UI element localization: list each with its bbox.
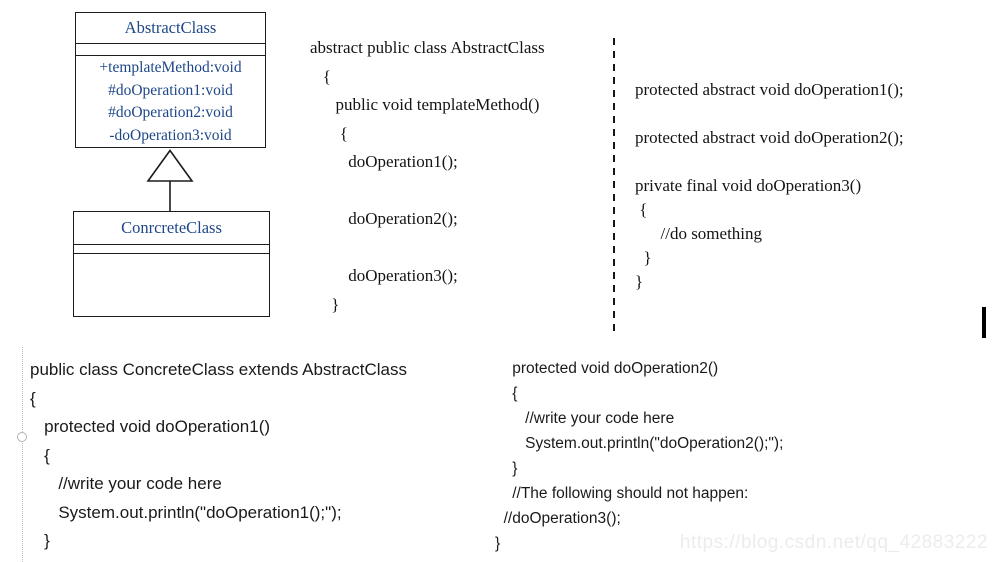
uml-class-abstract-methods: +templateMethod:void #doOperation1:void … [99, 59, 242, 144]
code-concrete-class-part2[interactable]: protected void doOperation2() { //write … [495, 360, 784, 552]
uml-class-concrete[interactable]: ConrcreteClass [73, 211, 270, 317]
uml-class-abstract-fields-compartment [76, 44, 265, 56]
watermark: https://blog.csdn.net/qq_42883222 [679, 532, 988, 553]
uml-class-abstract[interactable]: AbstractClass +templateMethod:void #doOp… [75, 12, 266, 148]
dashed-divider [613, 38, 615, 333]
textbox-resize-handle[interactable] [17, 432, 27, 442]
uml-class-concrete-fields-compartment [74, 245, 269, 254]
textbox-left-border [22, 347, 23, 562]
uml-class-concrete-title: ConrcreteClass [74, 212, 269, 245]
text-cursor [982, 307, 986, 338]
code-abstract-class[interactable]: abstract public class AbstractClass { pu… [310, 38, 545, 314]
code-abstract-methods[interactable]: protected abstract void doOperation1(); … [635, 80, 904, 291]
inheritance-arrow [146, 149, 194, 212]
uml-class-abstract-title: AbstractClass [76, 13, 265, 44]
code-concrete-class-part1[interactable]: public class ConcreteClass extends Abstr… [30, 360, 407, 550]
